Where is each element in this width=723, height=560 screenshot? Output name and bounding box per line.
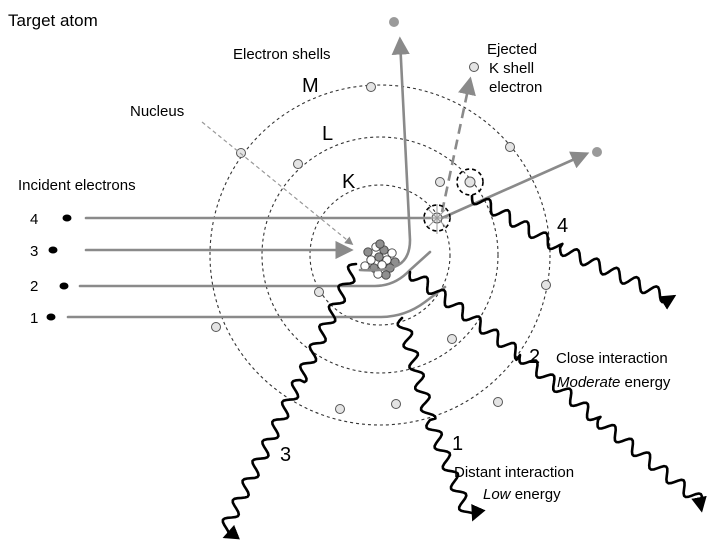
shell-electron [435, 177, 445, 187]
incident-electrons-label: Incident electrons [18, 177, 136, 194]
scattered-electron-3 [389, 17, 399, 27]
scattered-electron-4 [592, 147, 602, 157]
ejected-label-line3: electron [489, 79, 542, 96]
bremsstrahlung-photon-3 [221, 262, 358, 540]
shell-electron [293, 159, 303, 169]
incident-electron-2 [59, 282, 69, 290]
electron-shells-label: Electron shells [233, 46, 331, 63]
shell-k [309, 184, 451, 326]
shell-m-label: M [302, 75, 319, 97]
incident-electron-4 [62, 214, 72, 222]
nucleus-neutron [387, 248, 397, 258]
track-3-deflected [358, 36, 412, 272]
distant-interaction-label: Distant interaction [454, 464, 574, 481]
shell-electron [447, 334, 457, 344]
shell-electron [391, 399, 401, 409]
distant-interaction-energy: Low energy [483, 486, 561, 503]
ejected-k-electron [469, 62, 479, 72]
shell-electron [493, 397, 503, 407]
bremsstrahlung-photon-2 [408, 270, 707, 513]
photon-1-label: 1 [452, 433, 463, 455]
photon-2-label: 2 [529, 346, 540, 368]
nucleus-label: Nucleus [130, 103, 184, 120]
nucleus-neutron [377, 260, 387, 270]
track-1 [66, 285, 447, 319]
incident-electron-3 [48, 246, 58, 254]
nucleus-proton [363, 247, 373, 257]
shell-electron [335, 404, 345, 414]
close-interaction-energy: Moderate energy [557, 374, 671, 391]
l-shell-transition-electron [456, 168, 484, 196]
k-shell-vacancy [423, 204, 451, 234]
photon-4-label: 4 [557, 215, 568, 237]
ejected-label-line2: K shell [489, 60, 534, 77]
nucleus [360, 239, 400, 280]
close-interaction-label: Close interaction [556, 350, 668, 367]
electron-shells [209, 84, 551, 426]
track-2 [78, 250, 432, 288]
shell-l [261, 136, 499, 374]
shell-m [209, 84, 551, 426]
shell-l-label: L [322, 123, 333, 145]
nucleus-proton [374, 252, 384, 262]
shell-electron [505, 142, 515, 152]
nucleus-neutron [366, 255, 376, 265]
ejected-label-line1: Ejected [487, 41, 537, 58]
ejected-electron-track [440, 76, 476, 213]
shell-electron [541, 280, 551, 290]
shell-electron [366, 82, 376, 92]
electron-tracks [66, 36, 590, 319]
diagram-title: Target atom [8, 11, 98, 30]
characteristic-photon-4 [470, 194, 677, 310]
bremsstrahlung-photon-1 [396, 316, 486, 522]
incident-number-3: 3 [30, 243, 38, 260]
shell-k-label: K [342, 171, 356, 193]
photon-3-label: 3 [280, 444, 291, 466]
nucleus-pointer [201, 121, 354, 246]
shell-electron [211, 322, 221, 332]
incident-number-2: 2 [30, 278, 38, 295]
nucleus-proton [375, 239, 385, 249]
incident-electron-1 [46, 313, 56, 321]
incident-number-4: 4 [30, 211, 38, 228]
photons [221, 194, 707, 540]
shell-electron [314, 287, 324, 297]
nucleus-proton [381, 270, 391, 280]
incident-number-1: 1 [30, 310, 38, 327]
track-4-continued [440, 151, 590, 220]
